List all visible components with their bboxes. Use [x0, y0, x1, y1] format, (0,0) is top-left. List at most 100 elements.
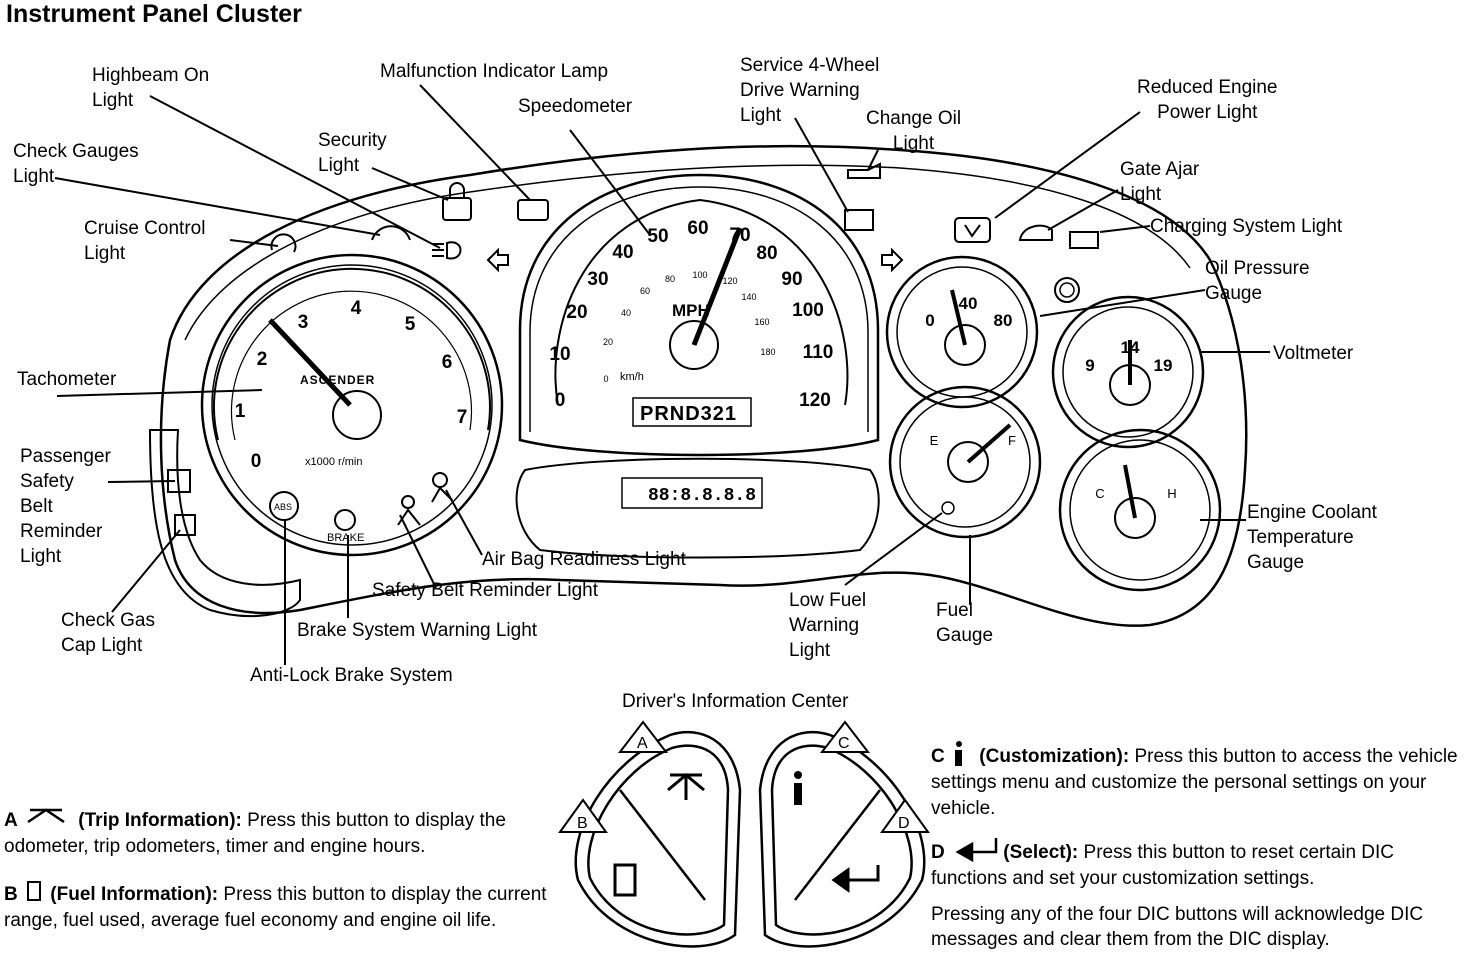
speedometer-tick-label: 110	[803, 342, 834, 363]
description-a-title: (Trip Information):	[78, 810, 242, 831]
speedometer-tick-label: 20	[566, 302, 587, 323]
tachometer-needle	[268, 318, 352, 407]
label-security: Security Light	[318, 130, 387, 176]
speedometer-tick-label: 40	[612, 242, 633, 263]
speedometer-kmh-tick-label: 0	[603, 374, 608, 384]
dic-button-a-tag	[617, 720, 669, 753]
speedometer-kmh-tick-label: 180	[760, 347, 775, 357]
label-cruise: Cruise Control Light	[84, 218, 206, 264]
label-passenger-belt: Passenger Safety Belt Reminder Light	[20, 446, 111, 567]
callout-lines	[54, 84, 1270, 665]
description-d-letter: D	[931, 842, 945, 863]
dic-display	[621, 477, 763, 509]
description-c-letter: C	[931, 746, 945, 767]
wrench-icon	[844, 209, 874, 231]
enter-small-icon	[955, 838, 998, 863]
tachometer-tick-label: 7	[457, 407, 468, 428]
tachometer-tick-label: 5	[405, 314, 416, 335]
brake-icon-label: BRAKE	[327, 532, 364, 544]
label-tachometer: Tachometer	[17, 369, 117, 390]
dic-button-b-letter: B	[577, 815, 588, 832]
label-fuel-gauge: Fuel Gauge	[936, 600, 994, 646]
label-dic: Driver's Information Center	[622, 691, 849, 712]
gate-ajar-icon	[1018, 224, 1053, 241]
speedometer-tick-label: 60	[687, 218, 708, 239]
tachometer-tick-label: 6	[442, 352, 453, 373]
coolant-gauge	[1058, 428, 1222, 592]
dic-button-d-letter: D	[898, 815, 910, 832]
belt-icon	[397, 495, 421, 526]
speedometer-tick-label: 10	[549, 344, 570, 365]
dic-housing	[515, 457, 880, 559]
label-safety-belt: Safety Belt Reminder Light	[372, 580, 599, 601]
description-b-text: Press this button to display the current…	[4, 884, 547, 931]
cruise-icon	[270, 233, 297, 253]
lock-icon	[442, 182, 472, 221]
description-b-title: (Fuel Information):	[50, 884, 219, 905]
label-airbag: Air Bag Readiness Light	[482, 549, 686, 570]
label-change-oil: Change Oil Light	[866, 108, 962, 154]
speedometer-tick-label: 70	[729, 225, 750, 246]
oil-gauge-tick-label: 40	[959, 294, 978, 313]
voltmeter-tick-label: 19	[1154, 356, 1173, 375]
tachometer-tick-label: 2	[257, 349, 268, 370]
tachometer-housing	[200, 253, 504, 557]
dic-button-cluster-left	[574, 730, 742, 948]
fuel-gauge-tick-label: F	[1008, 433, 1016, 448]
fuel-small-icon	[27, 881, 41, 901]
speedometer-unit: MPH	[672, 301, 710, 320]
left-lower-trim	[148, 429, 301, 618]
voltmeter-gauge	[1051, 295, 1205, 449]
label-oil-pressure: Oil Pressure Gauge	[1205, 258, 1310, 304]
speedometer-tick-label: 80	[756, 243, 777, 264]
label-check-gauges: Check Gauges Light	[13, 141, 139, 187]
gear-display: PRND321	[640, 403, 737, 425]
battery-icon	[1069, 231, 1099, 249]
highbeam-icon	[432, 241, 462, 260]
fuel-pump-icon	[613, 863, 637, 897]
voltmeter-tick-label: 9	[1085, 356, 1094, 375]
fuel-gauge-tick-label: E	[930, 433, 939, 448]
speedometer-housing	[518, 173, 880, 457]
oil-pressure-gauge	[885, 255, 1039, 409]
description-a-letter: A	[4, 810, 18, 831]
description-footer: Pressing any of the four DIC buttons wil…	[931, 904, 1424, 950]
description-b: B (Fuel Information): Press this button …	[4, 882, 559, 934]
low-fuel-warning-light	[941, 501, 955, 515]
dic-button-d-tag	[880, 798, 930, 833]
label-charging: Charging System Light	[1150, 216, 1343, 237]
description-d: D (Select): Press this button to reset c…	[931, 840, 1471, 892]
label-abs: Anti-Lock Brake System	[250, 665, 453, 686]
fuel-gauge	[888, 385, 1042, 539]
right-turn-arrow-icon	[881, 247, 904, 273]
speedometer-kmh-tick-label: 80	[665, 274, 675, 284]
enter-icon	[831, 865, 880, 893]
label-speedometer: Speedometer	[518, 96, 633, 117]
description-a-text: Press this button to display the odomete…	[4, 810, 506, 857]
dic-button-b-tag	[558, 798, 608, 833]
speedometer-kmh-tick-label: 120	[722, 276, 737, 286]
speedometer-needle	[691, 227, 743, 346]
description-b-letter: B	[4, 884, 18, 905]
description-c-text: Press this button to access the vehicle …	[931, 746, 1458, 819]
label-highbeam: Highbeam On Light	[92, 65, 210, 111]
label-check-gas-cap: Check Gas Cap Light	[61, 610, 155, 656]
tachometer-tick-label: 3	[298, 312, 309, 333]
speedometer-tick-label: 100	[792, 300, 824, 321]
speedometer-kmh-tick-label: 20	[603, 337, 613, 347]
label-brake-system: Brake System Warning Light	[297, 620, 538, 641]
gas-cap-icon	[174, 514, 196, 536]
tachometer-brand: ASCENDER	[300, 373, 375, 387]
description-d-text: Press this button to reset certain DIC f…	[931, 842, 1395, 889]
label-malfunction: Malfunction Indicator Lamp	[380, 61, 609, 82]
abs-icon-label: ABS	[274, 502, 292, 512]
label-engine-coolant: Engine Coolant Temperature Gauge	[1247, 502, 1377, 573]
tachometer-unit: x1000 r/min	[305, 456, 362, 468]
trip-small-icon	[27, 808, 65, 824]
airbag-icon	[431, 472, 453, 503]
speedometer-tick-label: 0	[555, 390, 566, 411]
